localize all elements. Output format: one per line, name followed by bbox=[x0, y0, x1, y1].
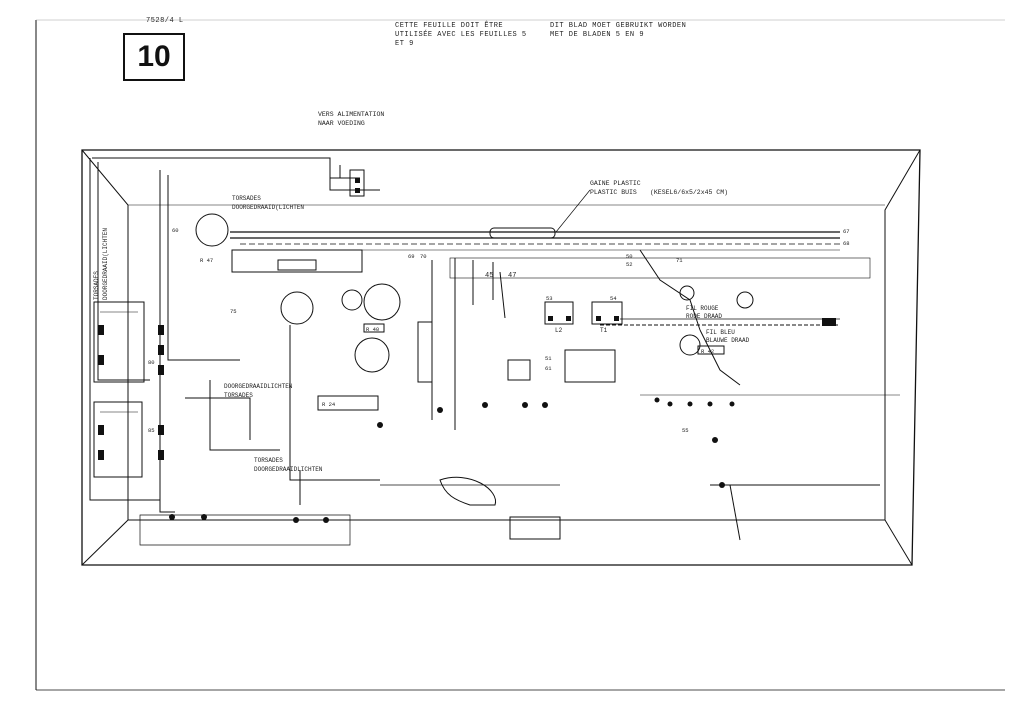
label-r47: R 47 bbox=[200, 257, 213, 264]
label-t1: T1 bbox=[600, 327, 608, 334]
pilot-lamp bbox=[679, 334, 701, 356]
note-twisted-left-line1: TORSADES bbox=[93, 271, 100, 300]
harness-left-run bbox=[89, 158, 160, 501]
front-panel-left bbox=[139, 514, 351, 546]
chassis-left-wall bbox=[81, 149, 129, 566]
rear-panel-strip bbox=[449, 257, 871, 279]
terminal-45: 45 bbox=[485, 272, 493, 280]
note-twisted-left-line2: DOORGEDRAAID(LICHTEN bbox=[102, 228, 109, 300]
terminal-69: 69 bbox=[408, 253, 415, 260]
terminal-47: 47 bbox=[508, 272, 516, 280]
label-r42: R 42 bbox=[701, 348, 714, 355]
terminal-61: 61 bbox=[545, 365, 552, 372]
harness-top-run bbox=[92, 157, 360, 179]
header-note-fr: CETTE FEUILLE DOIT ÊTRE UTILISÉE AVEC LE… bbox=[395, 22, 527, 48]
note-red-wire-line1: FIL ROUGE bbox=[686, 305, 719, 312]
resistor-r42 bbox=[697, 345, 725, 355]
terminal-60: 60 bbox=[172, 227, 179, 234]
terminal-68: 68 bbox=[843, 240, 850, 247]
left-transformer-lower bbox=[93, 401, 143, 478]
document-code: 7528/4 L bbox=[146, 17, 184, 25]
note-sleeve-line2: PLASTIC BUIS bbox=[590, 189, 637, 196]
terminal-71: 71 bbox=[676, 257, 683, 264]
terminal-85: 85 bbox=[148, 427, 155, 434]
transformer-t1 bbox=[591, 301, 623, 325]
chassis-outline bbox=[81, 149, 921, 566]
power-connector bbox=[349, 169, 365, 197]
dial-cord-pulley bbox=[439, 476, 496, 506]
note-blue-wire-line2: BLAUWE DRAAD bbox=[706, 337, 750, 344]
label-r40: R 40 bbox=[366, 326, 379, 333]
label-54: 54 bbox=[610, 295, 617, 302]
coil-l2 bbox=[544, 301, 574, 325]
note-blue-wire-line1: FIL BLEU bbox=[706, 329, 735, 336]
page-number-box: 10 bbox=[123, 33, 185, 81]
note-twisted-mid-line1: DOORGEDRAAIDLICHTEN bbox=[224, 383, 293, 390]
note-power-line1: VERS ALIMENTATION bbox=[318, 111, 384, 118]
if-transformer bbox=[564, 349, 616, 383]
valve-socket-3 bbox=[363, 283, 401, 321]
terminal-strip bbox=[417, 321, 433, 383]
valve-socket-2 bbox=[280, 291, 314, 325]
terminal-67: 67 bbox=[843, 228, 850, 235]
label-r24: R 24 bbox=[322, 401, 336, 408]
terminal-70: 70 bbox=[420, 253, 427, 260]
resistor-r40 bbox=[363, 323, 385, 333]
terminal-75: 75 bbox=[230, 308, 237, 315]
capacitor-strip bbox=[231, 249, 363, 273]
note-twisted-bottom-line2: DOORGEDRAAIDLICHTEN bbox=[254, 466, 323, 473]
left-transformer-upper bbox=[93, 301, 145, 383]
terminal-lugs bbox=[98, 178, 836, 523]
front-switch bbox=[509, 516, 561, 540]
plastic-sleeve bbox=[489, 227, 556, 239]
resistor-block bbox=[317, 395, 379, 411]
valve-socket-4 bbox=[354, 337, 390, 373]
label-55: 55 bbox=[682, 427, 689, 434]
terminal-80: 80 bbox=[148, 359, 155, 366]
valve-socket-1 bbox=[195, 213, 229, 247]
note-red-wire-line2: RODE DRAAD bbox=[686, 313, 722, 320]
terminal-51: 51 bbox=[545, 355, 552, 362]
label-53: 53 bbox=[546, 295, 553, 302]
note-twisted-top-line1: TORSADES bbox=[232, 195, 261, 202]
note-twisted-top-line2: DOORGEDRAAID(LICHTEN bbox=[232, 204, 304, 211]
chassis-right-wall bbox=[884, 149, 921, 566]
label-52: 52 bbox=[626, 261, 633, 268]
label-l2: L2 bbox=[555, 327, 563, 334]
note-sleeve-line1: GAINE PLASTIC bbox=[590, 180, 641, 187]
note-twisted-mid-line2: TORSADES bbox=[224, 392, 253, 399]
terminal-50: 50 bbox=[626, 253, 633, 260]
valve-socket-5 bbox=[341, 289, 363, 311]
note-power-line2: NAAR VOEDING bbox=[318, 120, 365, 127]
note-twisted-bottom-line1: TORSADES bbox=[254, 457, 283, 464]
note-sleeve-spec: (KESEL6/6x5/2x45 CM) bbox=[650, 189, 728, 196]
header-note-nl: DIT BLAD MOET GEBRUIKT WORDEN MET DE BLA… bbox=[550, 22, 687, 39]
